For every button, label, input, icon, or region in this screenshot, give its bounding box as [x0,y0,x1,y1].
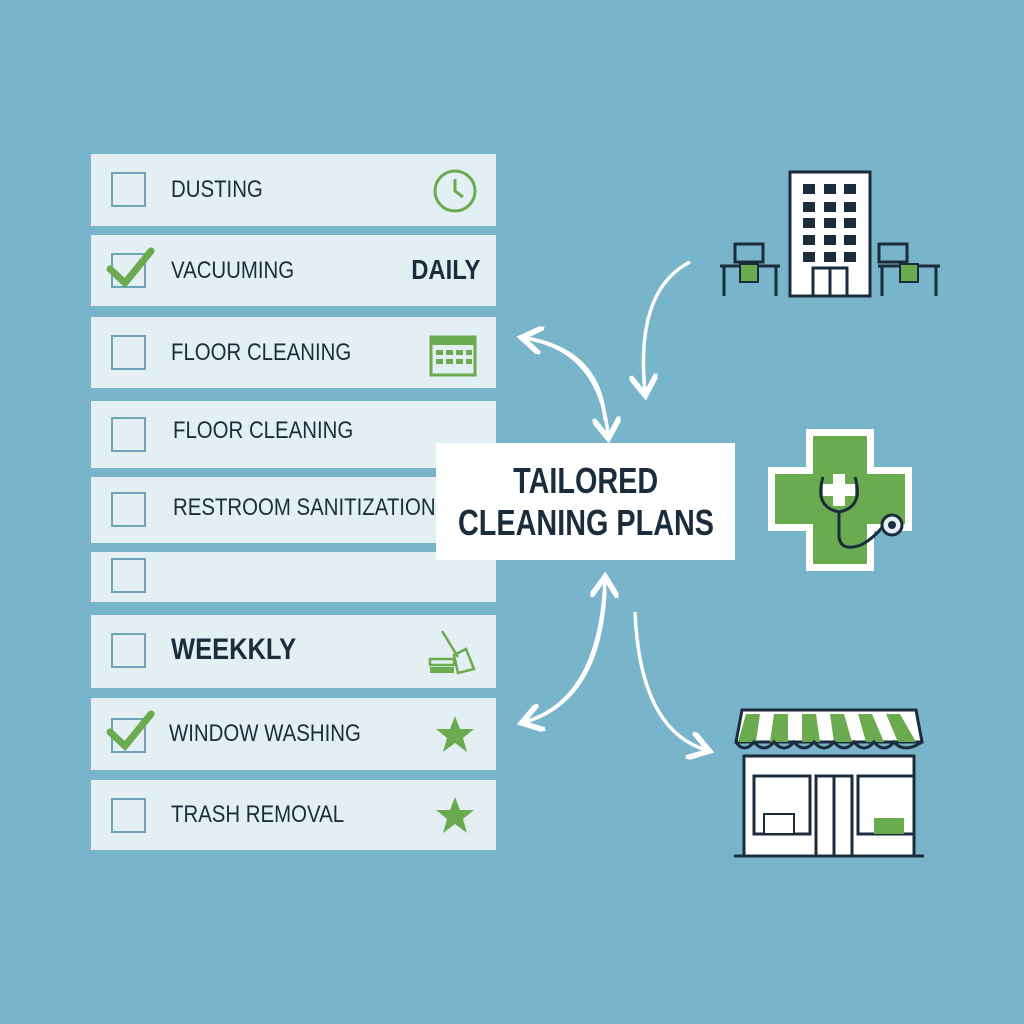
checklist-item[interactable]: WINDOW WASHING [91,698,496,770]
item-label: FLOOR CLEANING [173,417,354,444]
arrow [643,260,691,392]
checkmark-icon [106,710,155,752]
star-icon [436,797,474,833]
item-label: FLOOR CLEANING [171,339,352,366]
item-label: TRASH REMOVAL [171,801,345,828]
checkbox[interactable] [111,172,146,207]
checkmark-icon [106,247,155,289]
arrow [524,336,608,435]
checklist-item[interactable]: FLOOR CLEANING [91,401,496,468]
arrow [524,580,605,724]
checkbox[interactable] [111,492,146,527]
clock-icon [433,169,477,213]
calendar-icon [429,335,477,377]
checkbox[interactable] [111,335,146,370]
office-building-icon [720,170,940,298]
item-label: VACUUMING [171,257,295,284]
checkbox[interactable] [111,417,146,452]
medical-cross-icon [768,429,912,571]
checklist-item[interactable]: WEEKKLY [91,615,496,688]
frequency-tag: DAILY [410,254,480,285]
checklist-item[interactable]: TRASH REMOVAL [91,780,496,850]
item-label: DUSTING [171,176,263,203]
broom-icon [428,630,476,675]
center-title-line1: TAILORED [512,459,659,501]
star-icon [436,716,474,752]
item-label: WEEKKLY [171,633,297,666]
center-title-line2: CLEANING PLANS [457,501,714,543]
checkbox[interactable] [111,633,146,668]
item-label: RESTROOM SANITIZATION [173,494,436,521]
arrow [633,611,706,750]
checklist-item[interactable]: VACUUMING DAILY [91,235,496,306]
checklist-item[interactable]: RESTROOM SANITIZATION [91,477,496,543]
item-label: WINDOW WASHING [169,720,361,747]
checklist-item[interactable]: FLOOR CLEANING [91,317,496,388]
checkbox[interactable] [111,558,146,593]
checklist-item[interactable]: DUSTING [91,154,496,226]
tailored-cleaning-plans-box: TAILORED CLEANING PLANS [436,443,735,560]
checkbox[interactable] [111,798,146,833]
checklist-item[interactable] [91,552,496,602]
storefront-icon [734,708,924,858]
